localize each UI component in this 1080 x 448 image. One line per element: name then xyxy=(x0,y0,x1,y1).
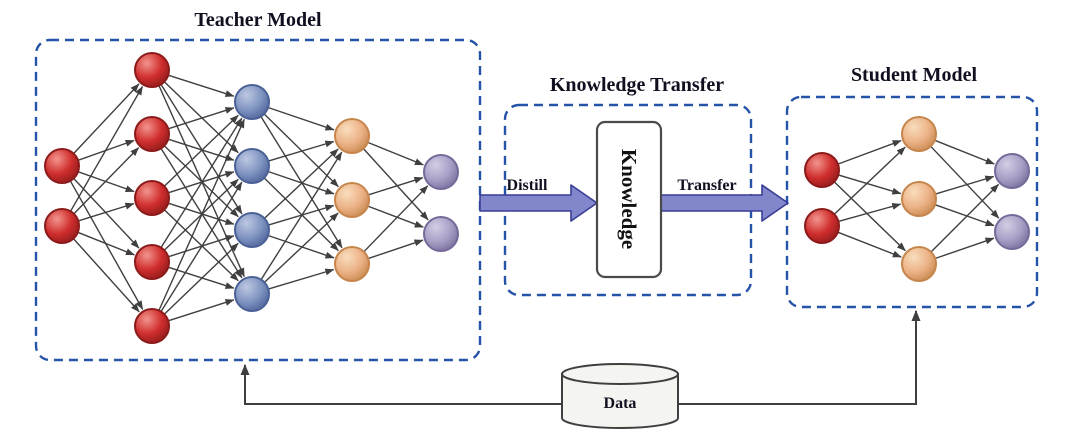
data-to-teacher-connector xyxy=(240,364,563,405)
teacher-edge xyxy=(167,266,235,289)
data-cylinder-body xyxy=(561,373,679,429)
teacher-edge xyxy=(167,107,235,130)
student-edge xyxy=(833,181,906,252)
data-label: Data xyxy=(604,395,637,412)
teacher-edge xyxy=(163,145,239,218)
teacher-edge xyxy=(167,202,235,225)
teacher-edge xyxy=(167,138,235,161)
student-model-title: Student Model xyxy=(851,64,978,86)
teacher-edge xyxy=(367,141,424,166)
student-node-red xyxy=(804,152,840,188)
student-edge xyxy=(837,231,902,258)
teacher-edge xyxy=(163,242,239,315)
teacher-node-orange xyxy=(334,182,370,218)
teacher-node-red xyxy=(44,208,80,244)
teacher-edge xyxy=(163,114,239,187)
teacher-node-red xyxy=(134,180,170,216)
transfer-label: Transfer xyxy=(677,177,736,194)
teacher-edge xyxy=(367,176,424,196)
teacher-edge xyxy=(163,81,239,154)
student-edge xyxy=(930,183,1000,253)
teacher-edge xyxy=(69,180,144,310)
student-node-red xyxy=(804,208,840,244)
teacher-edge xyxy=(267,106,335,131)
teacher-edge xyxy=(73,147,140,215)
teacher-node-red xyxy=(134,52,170,88)
teacher-edge xyxy=(73,177,140,249)
teacher-edge xyxy=(77,202,135,222)
student-edge xyxy=(838,174,902,195)
network-edges xyxy=(69,74,1000,322)
student-edge xyxy=(934,237,995,260)
student-node-orange xyxy=(901,116,937,152)
student-edge xyxy=(833,146,906,215)
teacher-edge xyxy=(367,205,424,228)
teacher-edge xyxy=(267,234,335,259)
teacher-edge xyxy=(362,148,429,221)
teacher-model-box xyxy=(34,38,482,362)
teacher-edge xyxy=(160,117,243,248)
teacher-edge xyxy=(73,83,140,155)
distill-label: Distill xyxy=(507,177,548,194)
student-node-purple xyxy=(994,153,1030,189)
knowledge-box xyxy=(595,120,663,279)
teacher-edge xyxy=(167,74,235,97)
student-node-orange xyxy=(901,181,937,217)
distill-arrow xyxy=(479,184,598,222)
teacher-edge xyxy=(260,151,343,280)
student-node-purple xyxy=(994,214,1030,250)
teacher-edge xyxy=(263,177,339,252)
teacher-edge xyxy=(160,181,243,312)
teacher-node-blue xyxy=(234,148,270,184)
teacher-node-purple xyxy=(423,154,459,190)
teacher-edge xyxy=(158,118,245,311)
teacher-edge xyxy=(167,299,235,322)
data-cylinder-top xyxy=(561,363,679,385)
teacher-node-red xyxy=(134,308,170,344)
student-node-orange xyxy=(901,246,937,282)
teacher-edge xyxy=(267,170,335,195)
data-to-student-connector xyxy=(677,310,921,405)
teacher-edge xyxy=(72,238,140,313)
knowledge-box-label: Knowledge xyxy=(617,149,641,249)
student-edge xyxy=(838,203,902,223)
student-edge xyxy=(934,139,995,165)
teacher-node-orange xyxy=(334,246,370,282)
teacher-node-blue xyxy=(234,276,270,312)
student-edge xyxy=(930,145,1000,219)
teacher-edge xyxy=(367,239,424,260)
transfer-arrow xyxy=(660,184,789,222)
network-nodes xyxy=(44,52,1030,344)
teacher-model-title: Teacher Model xyxy=(194,9,322,31)
teacher-node-orange xyxy=(334,118,370,154)
teacher-node-red xyxy=(44,148,80,184)
teacher-node-red xyxy=(134,116,170,152)
knowledge-transfer-title: Knowledge Transfer xyxy=(550,74,724,96)
teacher-node-purple xyxy=(423,216,459,252)
teacher-node-blue xyxy=(234,212,270,248)
teacher-edge xyxy=(268,268,335,290)
student-edge xyxy=(934,204,995,227)
student-edge xyxy=(935,175,995,195)
student-edge xyxy=(837,139,902,165)
teacher-edge xyxy=(69,86,144,212)
teacher-edge xyxy=(263,148,339,219)
teacher-edge xyxy=(363,185,429,253)
teacher-node-red xyxy=(134,244,170,280)
teacher-edge xyxy=(268,140,335,162)
teacher-edge xyxy=(263,212,339,283)
teacher-edge xyxy=(77,231,135,256)
teacher-edge xyxy=(263,113,339,188)
teacher-node-blue xyxy=(234,84,270,120)
